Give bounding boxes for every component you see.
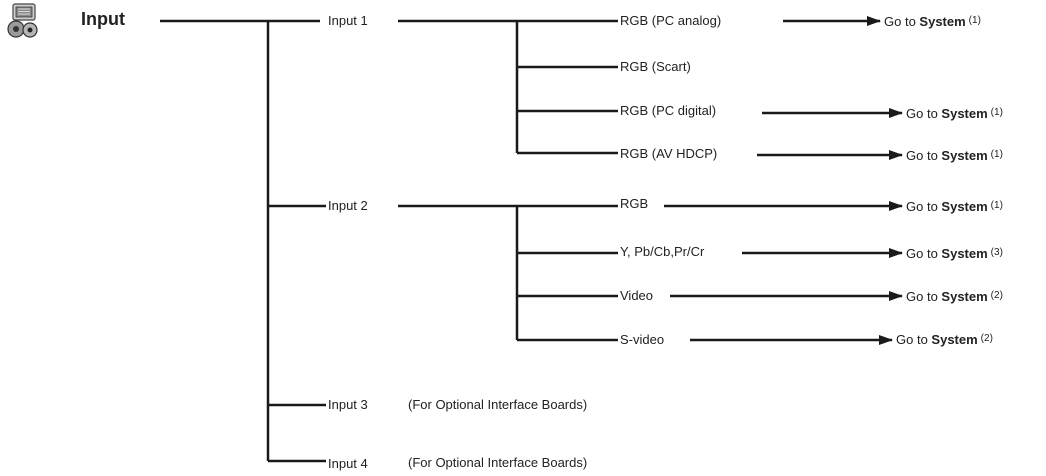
root-title: Input xyxy=(81,9,125,29)
goto-system-s-video: Go to System(2) xyxy=(894,331,995,348)
goto-target: System xyxy=(941,246,988,261)
goto-prefix: Go to xyxy=(884,14,916,29)
goto-system-video: Go to System(2) xyxy=(904,288,1005,305)
goto-prefix: Go to xyxy=(906,199,938,214)
goto-target: System xyxy=(919,14,966,29)
goto-index: (1) xyxy=(990,107,1003,118)
source-video: Video xyxy=(618,288,656,304)
source-rgb-pc-analog: RGB (PC analog) xyxy=(618,13,724,29)
goto-index: (1) xyxy=(990,200,1003,211)
goto-target: System xyxy=(931,332,978,347)
goto-prefix: Go to xyxy=(906,289,938,304)
goto-target: System xyxy=(941,199,988,214)
source-rgb-pc-digital: RGB (PC digital) xyxy=(618,103,719,119)
input-4-label: Input 4 xyxy=(326,456,370,472)
goto-target: System xyxy=(941,289,988,304)
input-4-note: (For Optional Interface Boards) xyxy=(406,455,590,471)
goto-index: (2) xyxy=(990,290,1003,301)
goto-target: System xyxy=(941,148,988,163)
source-s-video: S-video xyxy=(618,332,667,348)
goto-index: (1) xyxy=(968,15,981,26)
goto-index: (1) xyxy=(990,149,1003,160)
input-3-label: Input 3 xyxy=(326,397,370,413)
goto-system-rgb-av-hdcp: Go to System(1) xyxy=(904,147,1005,164)
goto-prefix: Go to xyxy=(896,332,928,347)
goto-prefix: Go to xyxy=(906,148,938,163)
goto-prefix: Go to xyxy=(906,246,938,261)
goto-target: System xyxy=(941,106,988,121)
source-rgb-av-hdcp: RGB (AV HDCP) xyxy=(618,146,720,162)
input-2-label: Input 2 xyxy=(326,198,370,214)
goto-system-rgb: Go to System(1) xyxy=(904,198,1005,215)
goto-index: (3) xyxy=(990,247,1003,258)
goto-system-rgb-pc-digital: Go to System(1) xyxy=(904,105,1005,122)
input-1-label: Input 1 xyxy=(326,13,370,29)
source-rgb: RGB xyxy=(618,196,651,212)
source-y-pb-pr: Y, Pb/Cb,Pr/Cr xyxy=(618,244,707,260)
goto-index: (2) xyxy=(980,333,993,344)
goto-system-y-pb-pr: Go to System(3) xyxy=(904,245,1005,262)
input-3-note: (For Optional Interface Boards) xyxy=(406,397,590,413)
input-device-icon xyxy=(7,3,38,38)
goto-system-rgb-pc-analog: Go to System(1) xyxy=(882,13,983,30)
goto-prefix: Go to xyxy=(906,106,938,121)
source-rgb-scart: RGB (Scart) xyxy=(618,59,693,75)
